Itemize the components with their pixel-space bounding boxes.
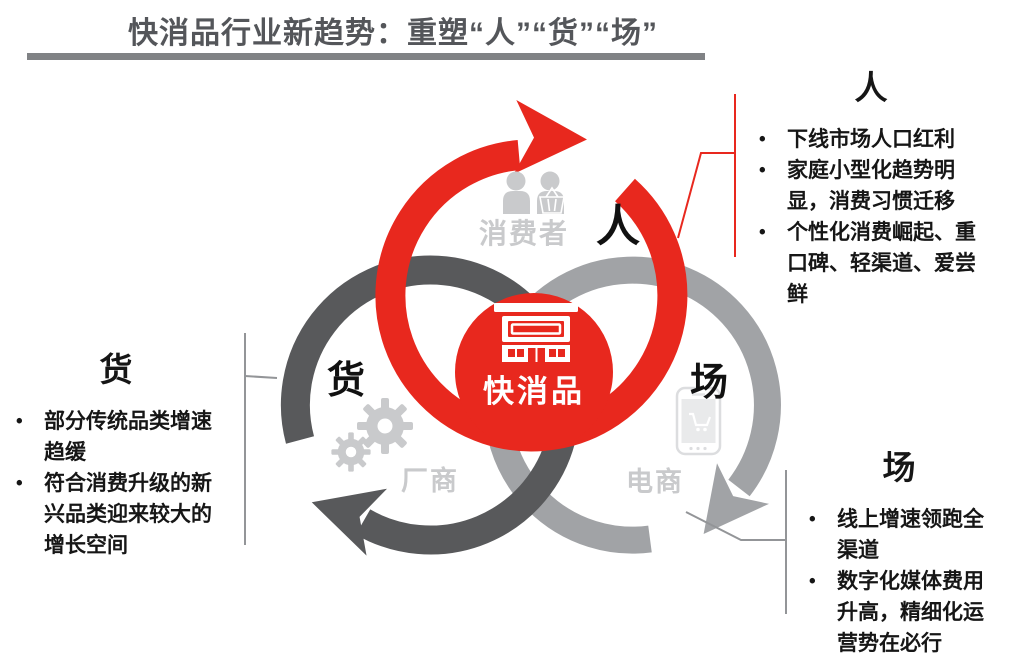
circle-label-person: 人	[596, 202, 640, 251]
person-text-block: 人 • 下线市场人口红利 • 家庭小型化趋势明显，消费习惯迁移 • 个性化消费崛…	[753, 68, 989, 310]
list-item: • 数字化媒体费用升高，精细化运营势在必行	[803, 566, 995, 656]
place-bullets: • 线上增速领跑全渠道 • 数字化媒体费用升高，精细化运营势在必行	[803, 504, 995, 656]
list-item: • 下线市场人口红利	[753, 124, 989, 155]
center-label-fmcg: 快消品	[483, 374, 585, 409]
bullet-dot: •	[759, 129, 766, 150]
goods-bullets: • 部分传统品类增速趋缓 • 符合消费升级的新兴品类迎来较大的增长空间	[10, 406, 222, 561]
consumers-icon	[503, 171, 565, 214]
center-disc	[455, 293, 613, 451]
circle-label-place: 场	[690, 362, 729, 404]
person-heading: 人	[854, 69, 888, 106]
gears-icon	[331, 398, 413, 472]
list-item: • 家庭小型化趋势明显，消费习惯迁移	[753, 155, 989, 217]
bullet-dot: •	[809, 509, 816, 530]
phone-shopping-icon	[675, 386, 722, 456]
bullet-text: 线上增速领跑全渠道	[837, 508, 984, 562]
bullet-text: 下线市场人口红利	[787, 128, 955, 151]
connector-person	[677, 94, 736, 257]
bullet-dot: •	[16, 411, 23, 432]
list-item: • 符合消费升级的新兴品类迎来较大的增长空间	[10, 468, 222, 561]
arrowhead-goods	[311, 488, 388, 556]
connector-place	[685, 470, 787, 614]
list-item: • 线上增速领跑全渠道	[803, 504, 995, 566]
bullet-text: 部分传统品类增速趋缓	[44, 410, 212, 464]
list-item: • 部分传统品类增速趋缓	[10, 406, 222, 468]
page-title: 快消品行业新趋势：重塑“人”“货”“场”	[128, 17, 658, 50]
list-item: • 个性化消费崛起、重口碑、轻渠道、爱尝鲜	[753, 217, 989, 310]
bullet-text: 个性化消费崛起、重口碑、轻渠道、爱尝鲜	[787, 221, 976, 306]
sublabel-consumers: 消费者	[479, 218, 570, 249]
person-bullets: • 下线市场人口红利 • 家庭小型化趋势明显，消费习惯迁移 • 个性化消费崛起、…	[753, 124, 989, 310]
bullet-dot: •	[759, 160, 766, 181]
arrowhead-place	[703, 463, 770, 534]
circle-label-goods: 货	[327, 360, 366, 402]
bullet-dot: •	[809, 571, 816, 592]
bullet-dot: •	[759, 222, 766, 243]
bullet-text: 符合消费升级的新兴品类迎来较大的增长空间	[44, 472, 212, 557]
goods-heading: 货	[99, 351, 133, 388]
sublabel-manufacturers: 厂商	[401, 466, 459, 496]
place-heading: 场	[882, 449, 916, 486]
goods-text-block: 货 • 部分传统品类增速趋缓 • 符合消费升级的新兴品类迎来较大的增长空间	[10, 350, 222, 561]
place-text-block: 场 • 线上增速领跑全渠道 • 数字化媒体费用升高，精细化运营势在必行	[803, 448, 995, 656]
sublabel-ecommerce: 电商	[626, 467, 684, 497]
bullet-text: 数字化媒体费用升高，精细化运营势在必行	[837, 570, 984, 655]
bullet-text: 家庭小型化趋势明显，消费习惯迁移	[787, 159, 955, 213]
bullet-dot: •	[16, 473, 23, 494]
connector-goods	[244, 333, 278, 545]
storefront-icon	[494, 303, 578, 362]
arrowhead-person	[513, 99, 587, 174]
title-underline	[27, 53, 705, 60]
